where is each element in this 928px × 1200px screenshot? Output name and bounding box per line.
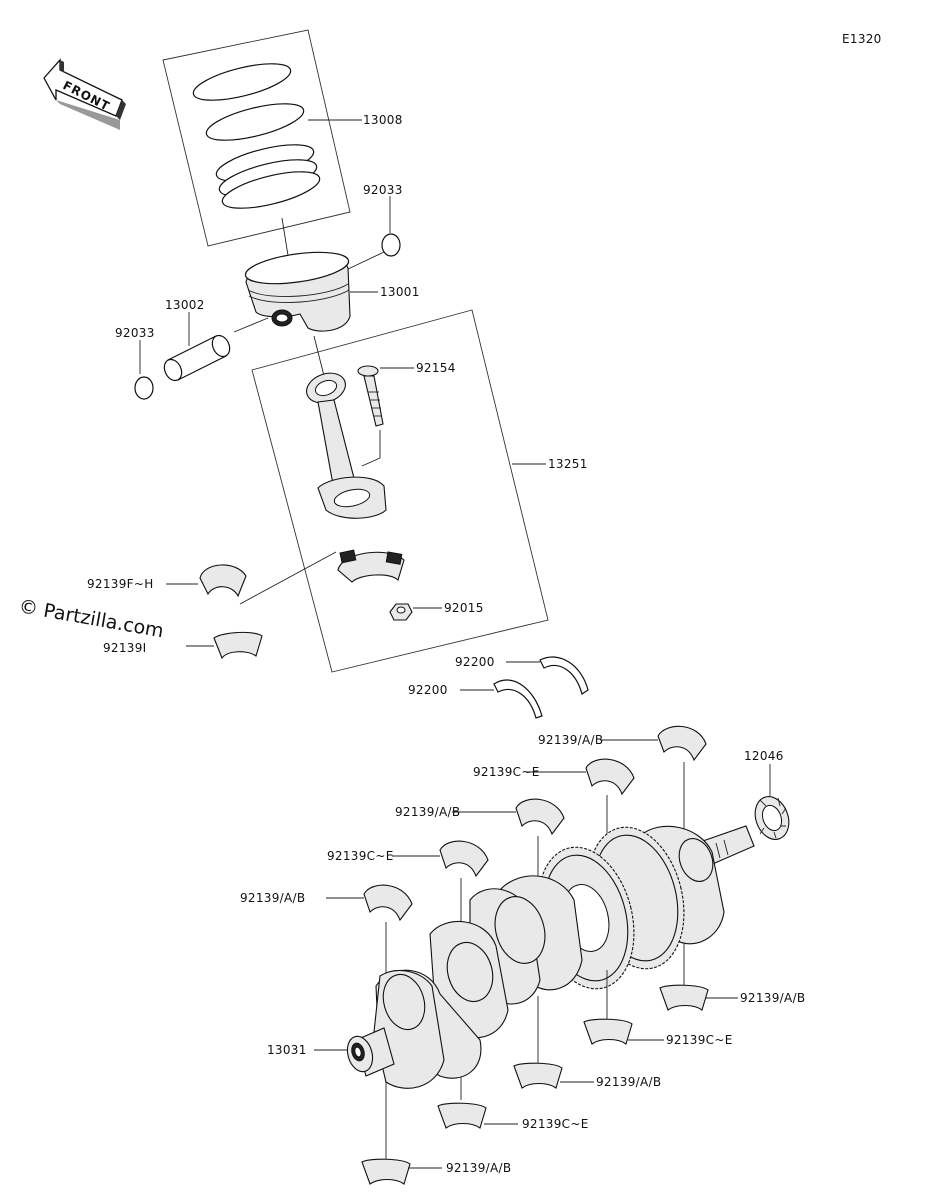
main-bearing-upper-1 — [600, 725, 707, 860]
main-bearing-lower-1 — [659, 944, 738, 1011]
circlip-left — [134, 376, 154, 400]
watermark-text: © Partzilla.com — [17, 595, 165, 642]
conrod-bearing-lower — [186, 631, 263, 660]
piston — [244, 217, 378, 332]
conrod-bearing-upper — [166, 564, 247, 598]
label-92139ab-2: 92139/A/B — [395, 805, 460, 819]
connecting-rod-box — [251, 309, 549, 673]
conrod-nut — [389, 603, 442, 621]
label-92139ab-r1: 92139/A/B — [740, 991, 805, 1005]
connecting-rod — [306, 372, 387, 519]
main-bearing-lower-5 — [361, 1158, 442, 1185]
label-92139ce-2: 92139C~E — [327, 849, 394, 863]
front-arrow-icon: FRONT — [43, 58, 126, 130]
label-92139ab-r2: 92139/A/B — [596, 1075, 661, 1089]
label-92139ce-r2: 92139C~E — [522, 1117, 589, 1131]
roller-bearing — [754, 764, 790, 840]
label-92200-a: 92200 — [455, 655, 495, 669]
label-92139ab-3: 92139/A/B — [240, 891, 305, 905]
label-92200-b: 92200 — [408, 683, 448, 697]
label-13002: 13002 — [165, 298, 205, 312]
label-13251: 13251 — [548, 457, 588, 471]
label-92139ab-r3: 92139/A/B — [446, 1161, 511, 1175]
diagram-code: E1320 — [842, 32, 882, 46]
label-92139ce-r1: 92139C~E — [666, 1033, 733, 1047]
label-13001: 13001 — [380, 285, 420, 299]
label-12046: 12046 — [744, 749, 784, 763]
main-bearing-upper-3 — [452, 798, 565, 880]
main-bearing-lower-2 — [583, 970, 664, 1045]
label-92154: 92154 — [416, 361, 456, 375]
label-92139i: 92139I — [103, 641, 147, 655]
conrod-bolt — [357, 365, 414, 467]
watermark: © Partzilla.com — [17, 595, 165, 642]
thrust-washer-b — [460, 679, 543, 719]
label-92015: 92015 — [444, 601, 484, 615]
piston-ring-set — [162, 29, 362, 247]
label-92139fh: 92139F~H — [87, 577, 154, 591]
crankshaft — [346, 825, 755, 1089]
rod-cap — [337, 549, 405, 583]
label-92033-left: 92033 — [115, 326, 155, 340]
main-bearing-lower-3 — [513, 996, 594, 1089]
label-92139ce-1: 92139C~E — [473, 765, 540, 779]
piston-pin — [163, 312, 269, 382]
label-13008: 13008 — [363, 113, 403, 127]
circlip-top — [381, 233, 401, 257]
label-92139ab-1: 92139/A/B — [538, 733, 603, 747]
main-bearing-lower-4 — [437, 1102, 518, 1129]
label-13031: 13031 — [267, 1043, 307, 1057]
label-92033-top: 92033 — [363, 183, 403, 197]
thrust-washer-a — [506, 656, 589, 695]
